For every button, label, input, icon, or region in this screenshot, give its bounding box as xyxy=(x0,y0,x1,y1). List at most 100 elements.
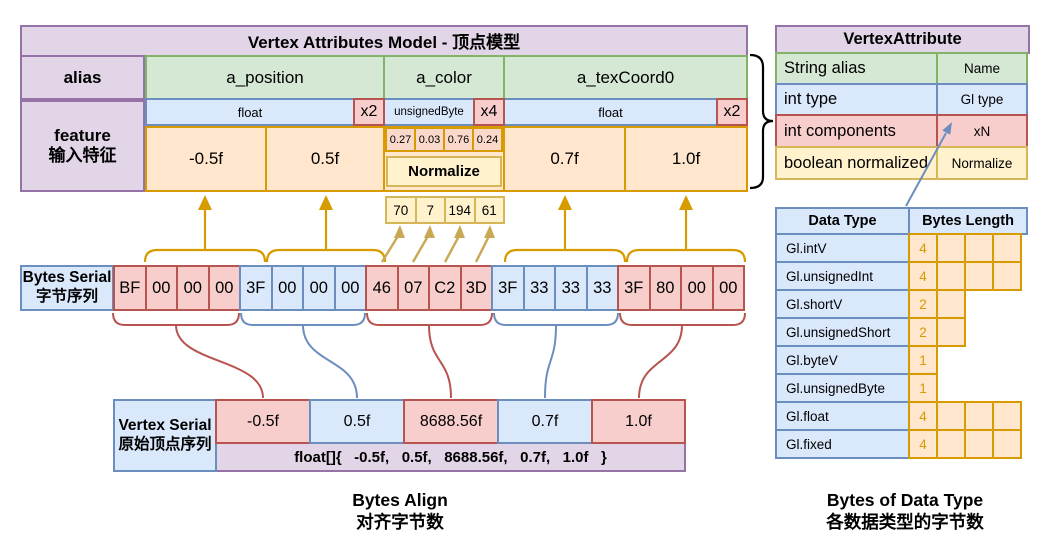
vertex-value-0: -0.5f xyxy=(215,399,311,444)
color-float-b: 0.76 xyxy=(443,127,474,152)
va-value-alias: Name xyxy=(936,52,1028,85)
byte-cell: 00 xyxy=(302,265,336,311)
caption-data-type-zh: 各数据类型的字节数 xyxy=(826,511,984,532)
va-field-components: int components xyxy=(775,114,938,148)
color-float-r: 0.27 xyxy=(385,127,416,152)
byte-cell: 00 xyxy=(144,265,178,311)
dt-type-shortv: Gl.shortV xyxy=(775,289,910,319)
va-value-components: xN xyxy=(936,114,1028,148)
mult-x4-color: x4 xyxy=(473,98,505,126)
color-byte-values: 70 7 194 61 xyxy=(385,196,505,224)
vertexattribute-row-normalized: boolean normalized Normalize xyxy=(775,146,1030,180)
datatype-header-length: Bytes Length xyxy=(908,207,1028,235)
value-texcoord-u: 0.7f xyxy=(503,126,626,192)
byte-cell: 00 xyxy=(711,265,745,311)
arrow-up-icon xyxy=(319,195,333,210)
color-float-a: 0.24 xyxy=(472,127,503,152)
color-float-values: 0.27 0.03 0.76 0.24 xyxy=(385,127,503,152)
connector-blue xyxy=(493,312,619,399)
byte-cell: 00 xyxy=(270,265,304,311)
dt-byte-filler xyxy=(936,429,966,459)
dt-byte-filler xyxy=(992,233,1022,263)
dt-byte-filler xyxy=(992,401,1022,431)
datatype-header-type: Data Type xyxy=(775,207,910,235)
feature-row-label: feature 输入特征 xyxy=(20,100,145,192)
dt-byte-filler xyxy=(936,233,966,263)
vertex-value-1: 0.5f xyxy=(309,399,405,444)
black-brace xyxy=(749,53,774,190)
type-float-1: float xyxy=(145,98,355,126)
datatype-row-unsignedint: Gl.unsignedInt 4 xyxy=(775,261,1030,291)
arrow-up-icon xyxy=(484,225,495,238)
byte-cell: 3F xyxy=(239,265,273,311)
byte-cell: 00 xyxy=(176,265,210,311)
dt-type-intv: Gl.intV xyxy=(775,233,910,263)
color-byte-g: 7 xyxy=(414,196,446,224)
datatype-row-bytev: Gl.byteV 1 xyxy=(775,345,1030,375)
byte-cell: 00 xyxy=(333,265,367,311)
model-title: Vertex Attributes Model - 顶点模型 xyxy=(247,32,521,52)
arrow-up-icon xyxy=(394,225,405,238)
byte-cell: 3F xyxy=(491,265,525,311)
vertex-serial-label-zh: 原始顶点序列 xyxy=(118,435,212,453)
dt-length-intv: 4 xyxy=(908,233,938,263)
tan-arrow-group xyxy=(380,235,491,263)
arrow-up-icon xyxy=(198,195,212,210)
caption-bytes-align: Bytes Align 对齐字节数 xyxy=(250,490,550,534)
arrow-up-icon xyxy=(558,195,572,210)
dt-byte-filler xyxy=(936,401,966,431)
vertex-serial-label-en: Vertex Serial xyxy=(118,416,212,434)
vertex-value-2: 8688.56f xyxy=(403,399,499,444)
byte-cell: 33 xyxy=(585,265,619,311)
mult-x2-texcoord: x2 xyxy=(716,98,748,126)
byte-cell: C2 xyxy=(428,265,462,311)
dt-length-shortv: 2 xyxy=(908,289,938,319)
datatype-row-unsignedbyte: Gl.unsignedByte 1 xyxy=(775,373,1030,403)
dt-type-float: Gl.float xyxy=(775,401,910,431)
alias-a-texcoord0: a_texCoord0 xyxy=(503,55,748,100)
gold-brace xyxy=(625,248,747,263)
dt-type-unsignedshort: Gl.unsignedShort xyxy=(775,317,910,347)
dt-length-bytev: 1 xyxy=(908,345,938,375)
va-value-type: Gl type xyxy=(936,83,1028,116)
dt-byte-filler xyxy=(964,261,994,291)
dt-length-float: 4 xyxy=(908,401,938,431)
vertex-serial-label: Vertex Serial 原始顶点序列 xyxy=(113,399,217,472)
connector-red xyxy=(366,312,493,399)
vertex-value-3: 0.7f xyxy=(497,399,593,444)
byte-cell: 07 xyxy=(396,265,430,311)
byte-cell: 3F xyxy=(617,265,651,311)
gold-brace xyxy=(143,248,267,263)
byte-cell: BF xyxy=(113,265,147,311)
va-field-alias: String alias xyxy=(775,52,938,85)
vertexattribute-row-alias: String alias Name xyxy=(775,52,1030,85)
vertex-value-4: 1.0f xyxy=(591,399,686,444)
bytes-serial-label-zh: 字节序列 xyxy=(35,288,98,305)
byte-cell: 80 xyxy=(648,265,682,311)
datatype-row-shortv: Gl.shortV 2 xyxy=(775,289,1030,319)
dt-byte-filler xyxy=(992,261,1022,291)
byte-to-vertex-connectors xyxy=(112,312,746,399)
dt-type-unsignedint: Gl.unsignedInt xyxy=(775,261,910,291)
dt-length-unsignedint: 4 xyxy=(908,261,938,291)
dt-byte-filler xyxy=(936,317,966,347)
dt-type-bytev: Gl.byteV xyxy=(775,345,910,375)
alias-a-color: a_color xyxy=(383,55,505,100)
caption-data-type-en: Bytes of Data Type xyxy=(826,490,984,510)
caption-data-type: Bytes of Data Type 各数据类型的字节数 xyxy=(765,490,1045,534)
vertex-code: float[]{ -0.5f, 0.5f, 8688.56f, 0.7f, 1.… xyxy=(215,442,686,472)
dt-length-unsignedbyte: 1 xyxy=(908,373,938,403)
color-byte-b: 194 xyxy=(444,196,476,224)
connector-red xyxy=(619,312,746,399)
feature-label-en: feature xyxy=(54,125,111,145)
vertexattribute-title: VertexAttribute xyxy=(775,25,1030,54)
type-float-2: float xyxy=(503,98,718,126)
color-byte-a: 61 xyxy=(473,196,505,224)
dt-byte-filler xyxy=(936,261,966,291)
dt-type-unsignedbyte: Gl.unsignedByte xyxy=(775,373,910,403)
tan-arrow-stem xyxy=(380,235,400,263)
arrow-up-icon xyxy=(424,225,435,238)
mult-x2-position: x2 xyxy=(353,98,385,126)
value-texcoord-v: 1.0f xyxy=(624,126,748,192)
